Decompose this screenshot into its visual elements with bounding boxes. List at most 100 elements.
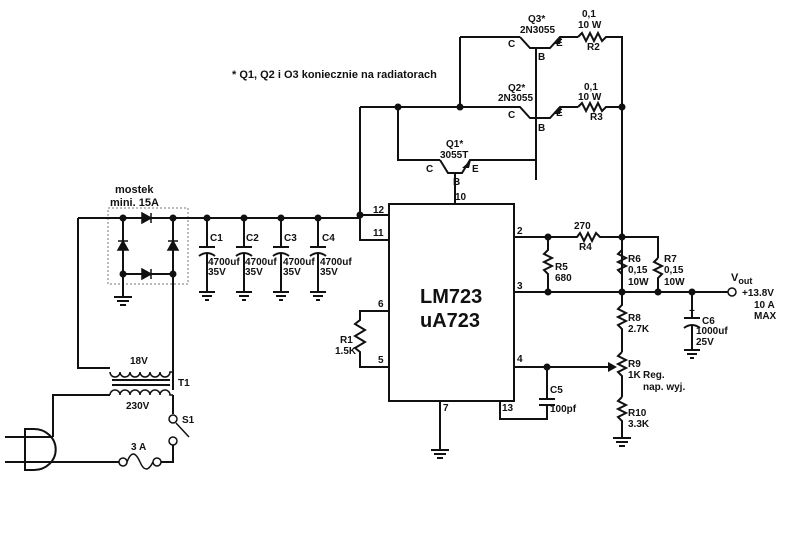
q2-name: Q2*: [508, 83, 525, 94]
q1-name: Q1*: [446, 139, 463, 150]
c5-name: C5: [550, 385, 563, 396]
r6-power: 10W: [628, 277, 649, 288]
wire: [397, 107, 440, 161]
r7-value: 0,15: [664, 265, 684, 276]
r7-name: R7: [664, 254, 677, 265]
capacitor-c4: C4 4700uf 35V: [309, 214, 352, 301]
c6-voltage: 25V: [696, 337, 714, 348]
c3-voltage: 35V: [283, 267, 301, 278]
c2-voltage: 35V: [245, 267, 263, 278]
c4-voltage: 35V: [320, 267, 338, 278]
s1-name: S1: [182, 415, 195, 426]
r9-value: 1K: [628, 370, 642, 381]
q2-emitter-label: E: [556, 108, 563, 119]
wire: [499, 367, 548, 420]
q3-base-label: B: [538, 52, 545, 63]
pin-10: 10: [455, 192, 467, 203]
output-voltage: +13.8V: [742, 288, 774, 299]
c6-polarity: +: [689, 306, 695, 317]
c4-value: 4700uf: [320, 257, 352, 268]
resistor-r10: R10 3.3K: [613, 396, 650, 447]
q1-base-label: B: [453, 177, 460, 188]
q3-name: Q3*: [528, 14, 545, 25]
q2-base-label: B: [538, 123, 545, 134]
capacitor-c3: C3 4700uf 35V: [272, 214, 315, 301]
resistor-r3: 0,1 10 W R3: [577, 82, 626, 123]
pin-3: 3: [517, 281, 523, 292]
output-terminal[interactable]: [727, 287, 737, 297]
r10-value: 3.3K: [628, 419, 650, 430]
capacitor-c6: + C6 1000uf 25V: [683, 292, 728, 359]
resistor-r2: 0,1 10 W R2: [577, 9, 623, 290]
vout-label: Vout: [731, 272, 752, 286]
bridge-rectifier: [114, 211, 180, 390]
t1-primary: 230V: [126, 401, 150, 412]
capacitor-c1: C1 4700uf 35V: [198, 214, 240, 301]
resistor-r4: 270 R4: [574, 221, 592, 253]
r5-value: 680: [555, 273, 572, 284]
vout-sub: out: [738, 276, 752, 286]
output-current: 10 A: [754, 300, 775, 311]
c3-value: 4700uf: [283, 257, 315, 268]
c1-value: 4700uf: [208, 257, 240, 268]
resistor-r1: R1 1.5K: [335, 310, 389, 368]
transistor-q3: Q3* 2N3055 C E B: [508, 14, 578, 180]
heatsink-note: * Q1, Q2 i O3 koniecznie na radiatorach: [232, 69, 437, 81]
r2-name: R2: [587, 42, 600, 53]
bridge-rating: mini. 15A: [110, 197, 159, 209]
r5-name: R5: [555, 262, 568, 273]
ground-icon: [431, 401, 449, 459]
c2-value: 4700uf: [245, 257, 277, 268]
ic-name-2: uA723: [420, 310, 480, 332]
c6-value: 1000uf: [696, 326, 728, 337]
wire: [459, 36, 520, 107]
wire: [77, 218, 110, 369]
wire: [514, 230, 659, 258]
r2-value: 0,1: [582, 9, 596, 20]
c2-name: C2: [246, 233, 259, 244]
pin-2: 2: [517, 226, 523, 237]
r3-value: 0,1: [584, 82, 598, 93]
arrow-icon: [608, 362, 617, 372]
r8-name: R8: [628, 313, 641, 324]
r1-value: 1.5K: [335, 346, 357, 357]
capacitor-c2: C2 4700uf 35V: [235, 214, 277, 301]
switch-s1[interactable]: S1: [168, 414, 195, 446]
pin-7: 7: [443, 403, 449, 414]
pin-12: 12: [373, 205, 385, 216]
pin-6: 6: [378, 299, 384, 310]
capacitor-c5: C5 100pf: [539, 385, 577, 415]
r9-name: R9: [628, 359, 641, 370]
vout-v: V: [731, 272, 739, 284]
r4-value: 270: [574, 221, 591, 232]
c6-name: C6: [702, 316, 715, 327]
t1-secondary: 18V: [130, 356, 148, 367]
q3-type: 2N3055: [520, 25, 555, 36]
q1-collector-label: C: [426, 164, 433, 175]
r8-value: 2.7K: [628, 324, 650, 335]
r9-note-1: Reg.: [643, 370, 665, 381]
fuse-rating: 3 A: [131, 442, 146, 453]
c1-voltage: 35V: [208, 267, 226, 278]
pin-4: 4: [517, 354, 523, 365]
junction: [394, 103, 402, 111]
q2-type: 2N3055: [498, 93, 533, 104]
bridge-outline: [107, 207, 189, 285]
fuse: 3 A: [118, 442, 162, 470]
r9-note-2: nap. wyj.: [643, 382, 685, 393]
resistor-r7: R7 0,15 10W: [651, 254, 685, 292]
transistor-q2: Q2* 2N3055 C E B: [460, 83, 578, 134]
r7-power: 10W: [664, 277, 685, 288]
junction: [544, 288, 552, 296]
r6-name: R6: [628, 254, 641, 265]
r4-name: R4: [579, 242, 592, 253]
potentiometer-r9[interactable]: R9 1K Reg. nap. wyj.: [615, 351, 685, 397]
c5-value: 100pf: [550, 404, 577, 415]
q3-emitter-label: E: [556, 38, 563, 49]
pin-13: 13: [502, 403, 514, 414]
junction: [543, 363, 551, 371]
c4-name: C4: [322, 233, 335, 244]
resistor-r6: R6 0,15 10W: [615, 237, 649, 292]
lm723-ic: [388, 203, 515, 402]
resistor-r5: R5 680: [541, 237, 572, 292]
